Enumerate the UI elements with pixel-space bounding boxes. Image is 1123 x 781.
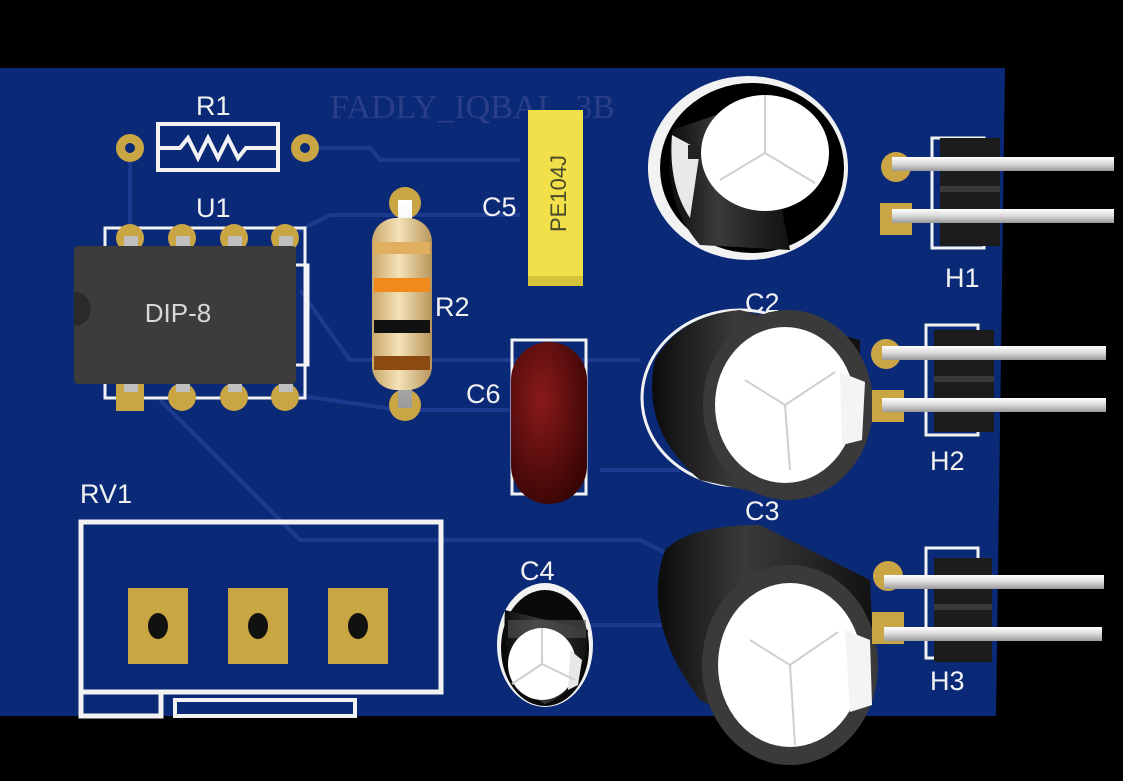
h2-label: H2 — [930, 446, 965, 476]
header-h1[interactable]: H1 — [880, 136, 1114, 293]
header-h2[interactable]: H2 — [871, 323, 1106, 476]
u1-package-label: DIP-8 — [145, 298, 211, 328]
h3-pin-1 — [884, 575, 1104, 589]
capacitor-c6[interactable]: C6 — [466, 338, 588, 504]
c5-marking: PE104J — [546, 155, 571, 232]
resistor-zigzag-icon — [158, 133, 278, 163]
c6-label: C6 — [466, 379, 501, 409]
capacitor-c5[interactable]: C5 PE104J — [482, 110, 583, 286]
u1-label: U1 — [196, 193, 231, 223]
c5-body — [528, 110, 583, 286]
h2-pin-1 — [882, 346, 1106, 360]
c6-body — [511, 342, 587, 504]
c4-label: C4 — [520, 556, 555, 586]
h1-label: H1 — [945, 263, 980, 293]
resistor-r1[interactable]: R1 — [116, 91, 319, 172]
h1-pin-2 — [892, 209, 1114, 223]
c3-label: C3 — [745, 496, 780, 526]
capacitor-c3[interactable]: C3 — [657, 496, 878, 765]
rv1-outline — [78, 519, 444, 695]
c5-label: C5 — [482, 192, 517, 222]
header-h3[interactable]: H3 — [872, 546, 1104, 696]
ic-u1[interactable]: U1 DIP-8 — [74, 193, 310, 411]
h3-pin-2 — [884, 627, 1102, 641]
r2-label: R2 — [435, 292, 470, 322]
rv1-pads — [128, 588, 388, 664]
capacitor-c4[interactable]: C4 — [497, 556, 593, 707]
u1-package-body — [74, 246, 296, 384]
potentiometer-rv1[interactable]: RV1 — [78, 479, 444, 719]
capacitor-top-electrolytic[interactable] — [648, 76, 848, 260]
capacitor-c2[interactable]: C2 — [640, 288, 873, 500]
h1-pin-1 — [892, 157, 1114, 171]
r2-body — [372, 218, 432, 390]
h3-label: H3 — [930, 666, 965, 696]
h2-pin-2 — [882, 398, 1106, 412]
resistor-r2[interactable]: R2 — [372, 187, 470, 421]
rv1-label: RV1 — [80, 479, 132, 509]
r1-label: R1 — [196, 91, 231, 121]
